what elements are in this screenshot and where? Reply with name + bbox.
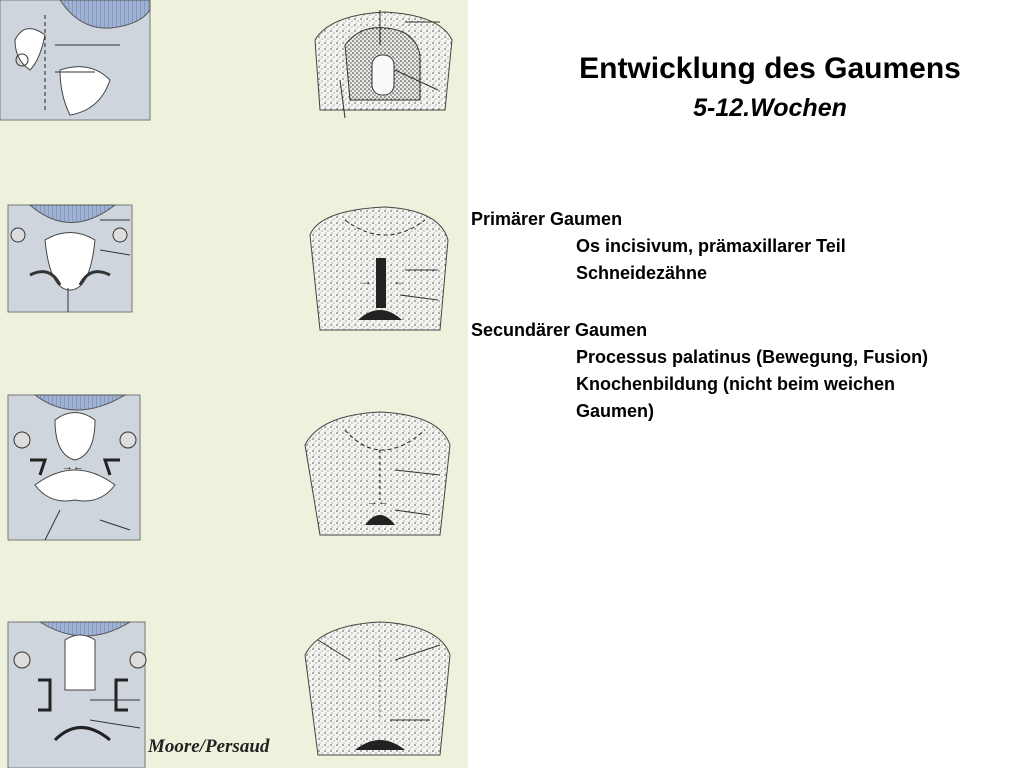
section-item: Gaumen): [576, 401, 655, 421]
slide-subtitle: 5-12.Wochen: [693, 94, 847, 122]
palatal-view-week8: →←: [304, 411, 451, 536]
slide-title: Entwicklung des Gaumens: [579, 52, 961, 85]
coronal-section-week6: [0, 0, 151, 121]
section-item: Os incisivum, prämaxillarer Teil: [576, 236, 846, 256]
svg-text:←: ←: [393, 274, 405, 288]
svg-text:→←: →←: [62, 461, 84, 473]
coronal-section-week10: [7, 621, 147, 768]
figure-credit: Moore/Persaud: [148, 736, 270, 757]
embryology-figure-panel: → ← →← →←: [0, 0, 468, 768]
palatal-view-week12: [304, 621, 451, 756]
section-heading: Primärer Gaumen: [471, 209, 623, 229]
palatal-view-week7: → ←: [309, 206, 449, 331]
section-heading: Secundärer Gaumen: [471, 320, 648, 340]
section-item: Processus palatinus (Bewegung, Fusion): [576, 347, 929, 367]
secondary-palate-section: Secundärer Gaumen Processus palatinus (B…: [471, 317, 928, 425]
palatal-view-week6: [314, 10, 453, 119]
svg-text:→←: →←: [367, 496, 389, 508]
section-item: Schneidezähne: [576, 263, 708, 283]
section-item: Knochenbildung (nicht beim weichen: [576, 374, 896, 394]
coronal-section-week8: →←: [7, 394, 141, 541]
primary-palate-section: Primärer Gaumen Os incisivum, prämaxilla…: [471, 206, 846, 287]
coronal-section-week7: [7, 204, 133, 313]
svg-text:→: →: [360, 274, 372, 288]
palate-illustrations: → ← →← →←: [0, 0, 453, 768]
